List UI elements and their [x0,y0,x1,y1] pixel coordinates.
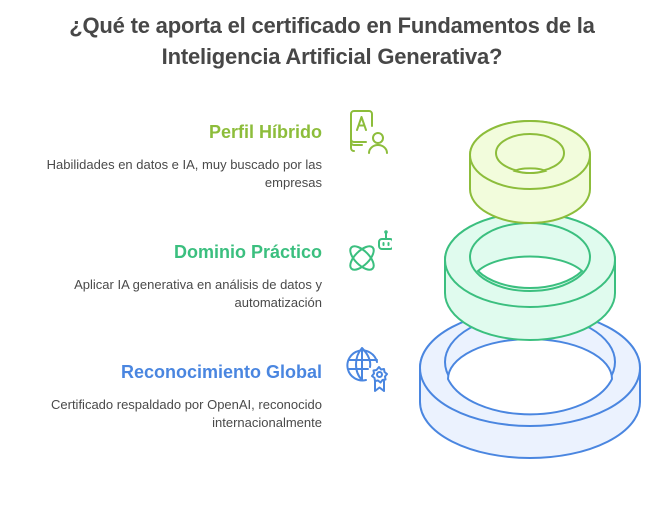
diagram-title: ¿Qué te aporta el certificado en Fundame… [0,10,664,72]
item-description: Certificado respaldado por OpenAI, recon… [51,397,322,430]
ring-blue [419,309,641,459]
item-reconocimiento-global: Reconocimiento Global Certificado respal… [2,360,322,432]
ring-green [444,212,616,341]
ring-lime [469,120,591,224]
item-heading: Dominio Práctico [173,242,322,262]
item-heading: Reconocimiento Global [120,362,322,382]
globe-award-icon [344,345,392,393]
item-perfil-hibrido: Perfil Híbrido Habilidades en datos e IA… [2,120,322,192]
item-description: Aplicar IA generativa en análisis de dat… [74,277,322,310]
item-dominio-practico: Dominio Práctico Aplicar IA generativa e… [2,240,322,312]
title-line-1: ¿Qué te aporta el certificado en Fundame… [69,13,595,38]
document-person-icon [344,108,392,156]
item-description: Habilidades en datos e IA, muy buscado p… [46,157,322,190]
title-line-2: Inteligencia Artificial Generativa? [161,44,503,69]
item-heading: Perfil Híbrido [208,122,322,142]
